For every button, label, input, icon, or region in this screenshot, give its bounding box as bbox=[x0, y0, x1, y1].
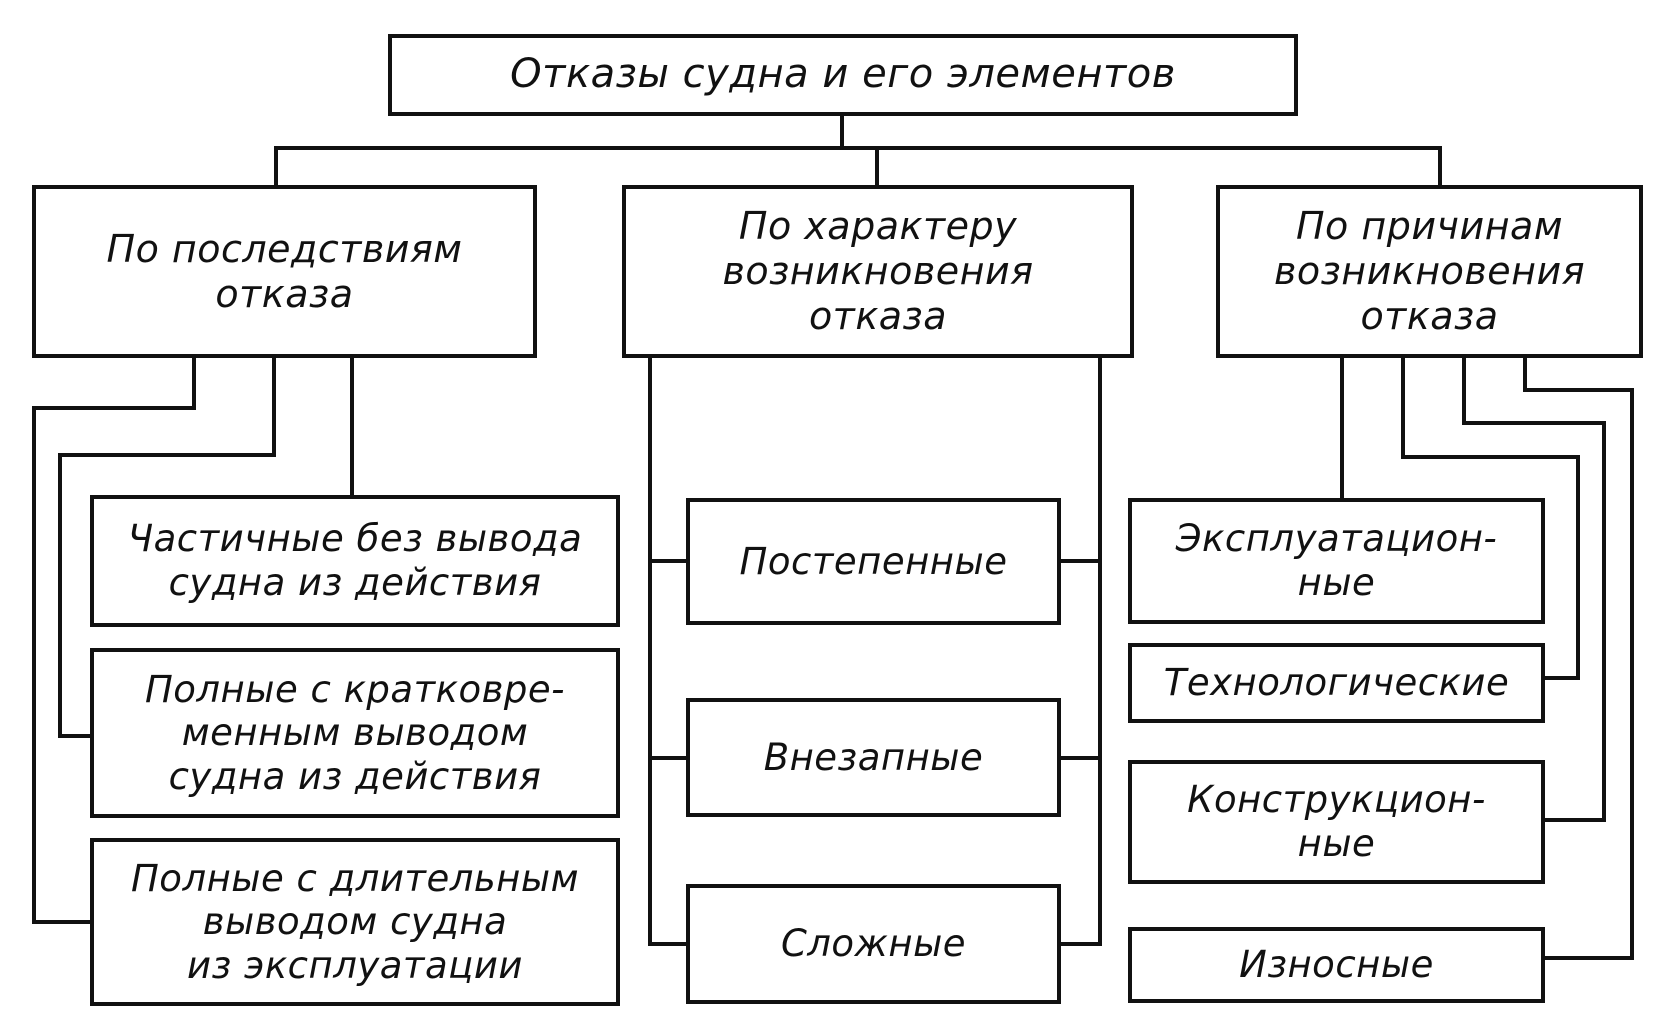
connector-causes-to-design bbox=[1462, 356, 1606, 822]
item-complex: Сложные bbox=[686, 884, 1061, 1004]
category-by-causes: По причинам возникновения отказа bbox=[1216, 185, 1643, 358]
item-design: Конструкцион- ные bbox=[1128, 760, 1545, 884]
connector-causes-to-technological bbox=[1401, 356, 1580, 680]
connector-effects-to-long bbox=[32, 356, 196, 924]
item-operational: Эксплуатацион- ные bbox=[1128, 498, 1545, 624]
item-partial-no-withdrawal: Частичные без вывода судна из действия bbox=[90, 495, 620, 627]
item-full-long-withdrawal: Полные с длительным выводом судна из экс… bbox=[90, 838, 620, 1006]
root-node: Отказы судна и его элементов bbox=[388, 34, 1298, 116]
item-wear: Износные bbox=[1128, 927, 1545, 1003]
connector-effects-to-short bbox=[58, 356, 276, 738]
category-by-effects: По последствиям отказа bbox=[32, 185, 537, 358]
item-technological: Технологические bbox=[1128, 643, 1545, 723]
item-full-short-withdrawal: Полные с кратковре- менным выводом судна… bbox=[90, 648, 620, 818]
connector-causes-to-wear bbox=[1523, 356, 1634, 960]
item-gradual: Постепенные bbox=[686, 498, 1061, 625]
category-by-nature: По характеру возникновения отказа bbox=[622, 185, 1134, 358]
item-sudden: Внезапные bbox=[686, 698, 1061, 817]
